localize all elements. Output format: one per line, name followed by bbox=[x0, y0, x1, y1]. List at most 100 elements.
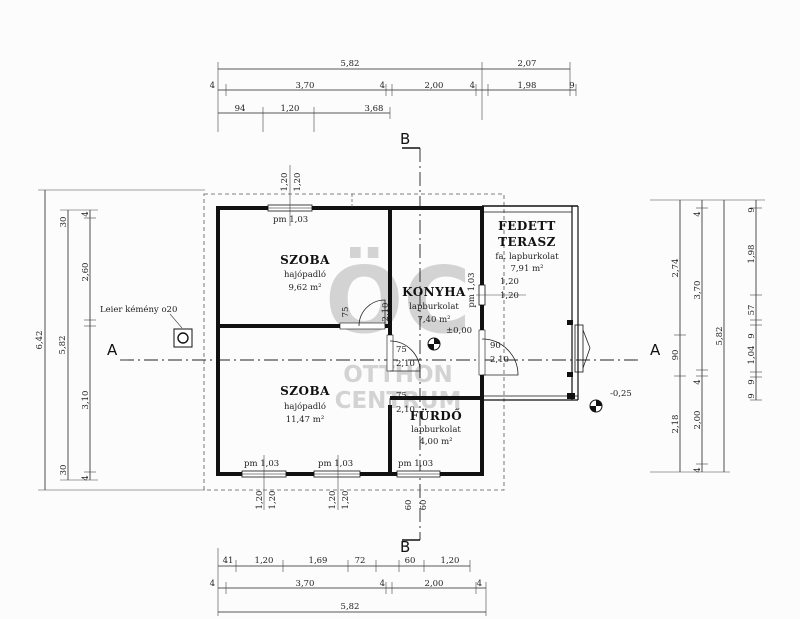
axis-label-b-bottom: B bbox=[400, 538, 410, 556]
dim-top-3-70: 3,70 bbox=[296, 81, 315, 91]
window-furdo-dim-60a: 60 bbox=[404, 500, 414, 511]
chimney-label: Leier kémény o20 bbox=[100, 304, 177, 315]
walls bbox=[216, 194, 484, 476]
dim-right-1-98: 1,98 bbox=[747, 245, 757, 264]
dim-top-4c: 4 bbox=[470, 81, 475, 91]
dim-bot-4c: 4 bbox=[477, 579, 482, 589]
dim-left-4a: 4 bbox=[81, 211, 91, 216]
dim-bot-72: 72 bbox=[355, 556, 366, 566]
dim-bot-2-00: 2,00 bbox=[425, 579, 444, 589]
dim-right-5-82: 5,82 bbox=[715, 327, 725, 346]
room-terasz-floor: fa. lapburkolat bbox=[495, 252, 559, 262]
room-konyha-name: KONYHA bbox=[402, 285, 466, 299]
door-furdo-h: 2,10 bbox=[396, 405, 415, 415]
watermark-line-otthon: OTTHON bbox=[343, 362, 453, 388]
room-konyha-floor: lapburkolat bbox=[409, 302, 459, 312]
dim-bot-4b: 4 bbox=[380, 579, 385, 589]
dim-bot-1-20a: 1,20 bbox=[255, 556, 274, 566]
door-furdo: 75 2,10 bbox=[389, 391, 415, 420]
door-konyha-szoba2: 75 2,10 bbox=[386, 334, 421, 372]
door-konyha-h: 2,10 bbox=[396, 359, 415, 369]
dim-left-30a: 30 bbox=[59, 217, 69, 228]
door-szoba1: 75 2,10 bbox=[339, 299, 391, 330]
dim-bot-41: 41 bbox=[223, 556, 234, 566]
room-szoba-bottom-area: 11,47 m² bbox=[286, 415, 325, 425]
room-szoba-bottom: SZOBA hajópadló 11,47 m² bbox=[280, 384, 330, 425]
axis-label-a-left: A bbox=[107, 341, 118, 359]
window-top-dim-120: 1,20 bbox=[280, 173, 290, 192]
dim-right-9c: 9 bbox=[747, 379, 757, 384]
roof-outline bbox=[203, 193, 505, 491]
dim-left-2-60: 2,60 bbox=[81, 263, 91, 282]
dim-bot-5-82: 5,82 bbox=[341, 602, 360, 612]
window-konyha-dim-b: 1,20 bbox=[500, 291, 519, 301]
room-szoba-top-name: SZOBA bbox=[280, 253, 330, 267]
dim-top-5-82: 5,82 bbox=[341, 59, 360, 69]
room-szoba-bottom-floor: hajópadló bbox=[284, 401, 326, 412]
window-bottom-1: pm 1,03 1,20 1,20 bbox=[241, 455, 287, 510]
dim-bot-60: 60 bbox=[405, 556, 416, 566]
door-szoba1-h: 2,10 bbox=[381, 303, 391, 322]
chimney: Leier kémény o20 bbox=[100, 304, 193, 348]
window-bottom-1-dim-b: 1,20 bbox=[268, 491, 278, 510]
dim-top-2-00: 2,00 bbox=[425, 81, 444, 91]
dim-left-4b: 4 bbox=[81, 475, 91, 480]
watermark-mark: ÖC bbox=[325, 245, 471, 354]
level-minus-label: -0,25 bbox=[610, 389, 632, 399]
window-top-dim-120b: 1,20 bbox=[293, 173, 303, 192]
dim-top-1-98: 1,98 bbox=[518, 81, 537, 91]
dim-bot-4a: 4 bbox=[210, 579, 215, 589]
dim-top-1-20: 1,20 bbox=[281, 104, 300, 114]
window-top-label: pm 1,03 bbox=[273, 215, 308, 225]
room-terasz-area: 7,91 m² bbox=[510, 264, 543, 274]
window-konyha: pm 1,03 1,20 1,20 bbox=[467, 272, 526, 308]
level-zero-label: ±0,00 bbox=[446, 326, 472, 336]
dim-top-2-07: 2,07 bbox=[518, 59, 537, 69]
dim-right-90: 90 bbox=[671, 350, 681, 361]
dimensions-bottom: 41 1,20 1,69 72 60 1,20 4 3,70 4 2,00 4 … bbox=[210, 548, 487, 616]
dim-right-2-74: 2,74 bbox=[671, 259, 681, 278]
dim-right-4c: 4 bbox=[693, 467, 703, 472]
dim-right-9b: 9 bbox=[747, 333, 757, 338]
window-konyha-dim-a: 1,20 bbox=[500, 277, 519, 287]
window-konyha-label: pm 1,03 bbox=[467, 272, 477, 307]
terrace bbox=[482, 205, 591, 401]
dim-left-3-10: 3,10 bbox=[81, 391, 91, 410]
room-furdo-name: FÜRDŐ bbox=[410, 407, 462, 423]
window-bottom-2: pm 1,03 1,20 1,20 bbox=[313, 455, 361, 510]
dim-bot-1-20b: 1,20 bbox=[441, 556, 460, 566]
door-entrance: 90 2,10 bbox=[478, 329, 519, 376]
room-terasz-name-2: TERASZ bbox=[498, 235, 556, 249]
dim-left-6-42: 6,42 bbox=[35, 331, 45, 350]
window-bottom-1-label: pm 1,03 bbox=[244, 459, 279, 469]
dimensions-right: 2,74 90 2,18 4 3,70 4 2,00 4 5,82 9 1,98… bbox=[650, 199, 765, 473]
level-marker-zero: ±0,00 bbox=[427, 326, 472, 351]
dim-bot-1-69: 1,69 bbox=[309, 556, 328, 566]
dim-right-9a: 9 bbox=[747, 207, 757, 212]
room-szoba-top-area: 9,62 m² bbox=[288, 283, 321, 293]
window-top-szoba: 1,20 1,20 pm 1,03 bbox=[267, 165, 313, 226]
dim-right-3-70: 3,70 bbox=[693, 281, 703, 300]
axis-label-b-top: B bbox=[400, 130, 410, 148]
dim-right-1-04: 1,04 bbox=[747, 346, 757, 365]
room-szoba-top-floor: hajópadló bbox=[284, 269, 326, 280]
window-furdo-dim-60b: 60 bbox=[419, 500, 429, 511]
door-furdo-w: 75 bbox=[396, 391, 407, 401]
window-bottom-2-dim: 1,20 bbox=[328, 491, 338, 510]
room-terasz: FEDETT TERASZ fa. lapburkolat 7,91 m² bbox=[495, 219, 559, 274]
room-konyha-area: 7,40 m² bbox=[417, 315, 450, 325]
dim-left-5-82: 5,82 bbox=[58, 336, 68, 355]
room-terasz-name-1: FEDETT bbox=[498, 219, 556, 233]
dimensions-top: 5,82 2,07 4 3,70 4 2,00 4 1,98 9 94 1,20… bbox=[210, 59, 577, 132]
room-furdo: FÜRDŐ lapburkolat 4,00 m² bbox=[410, 407, 462, 447]
door-szoba1-w: 75 bbox=[341, 307, 351, 318]
dim-right-4b: 4 bbox=[693, 379, 703, 384]
window-furdo-label: pm 1,03 bbox=[398, 459, 433, 469]
dim-right-2-18: 2,18 bbox=[671, 415, 681, 434]
dim-left-30b: 30 bbox=[59, 465, 69, 476]
axis-label-a-right: A bbox=[650, 341, 661, 359]
room-szoba-bottom-name: SZOBA bbox=[280, 384, 330, 398]
door-konyha-w: 75 bbox=[396, 345, 407, 355]
